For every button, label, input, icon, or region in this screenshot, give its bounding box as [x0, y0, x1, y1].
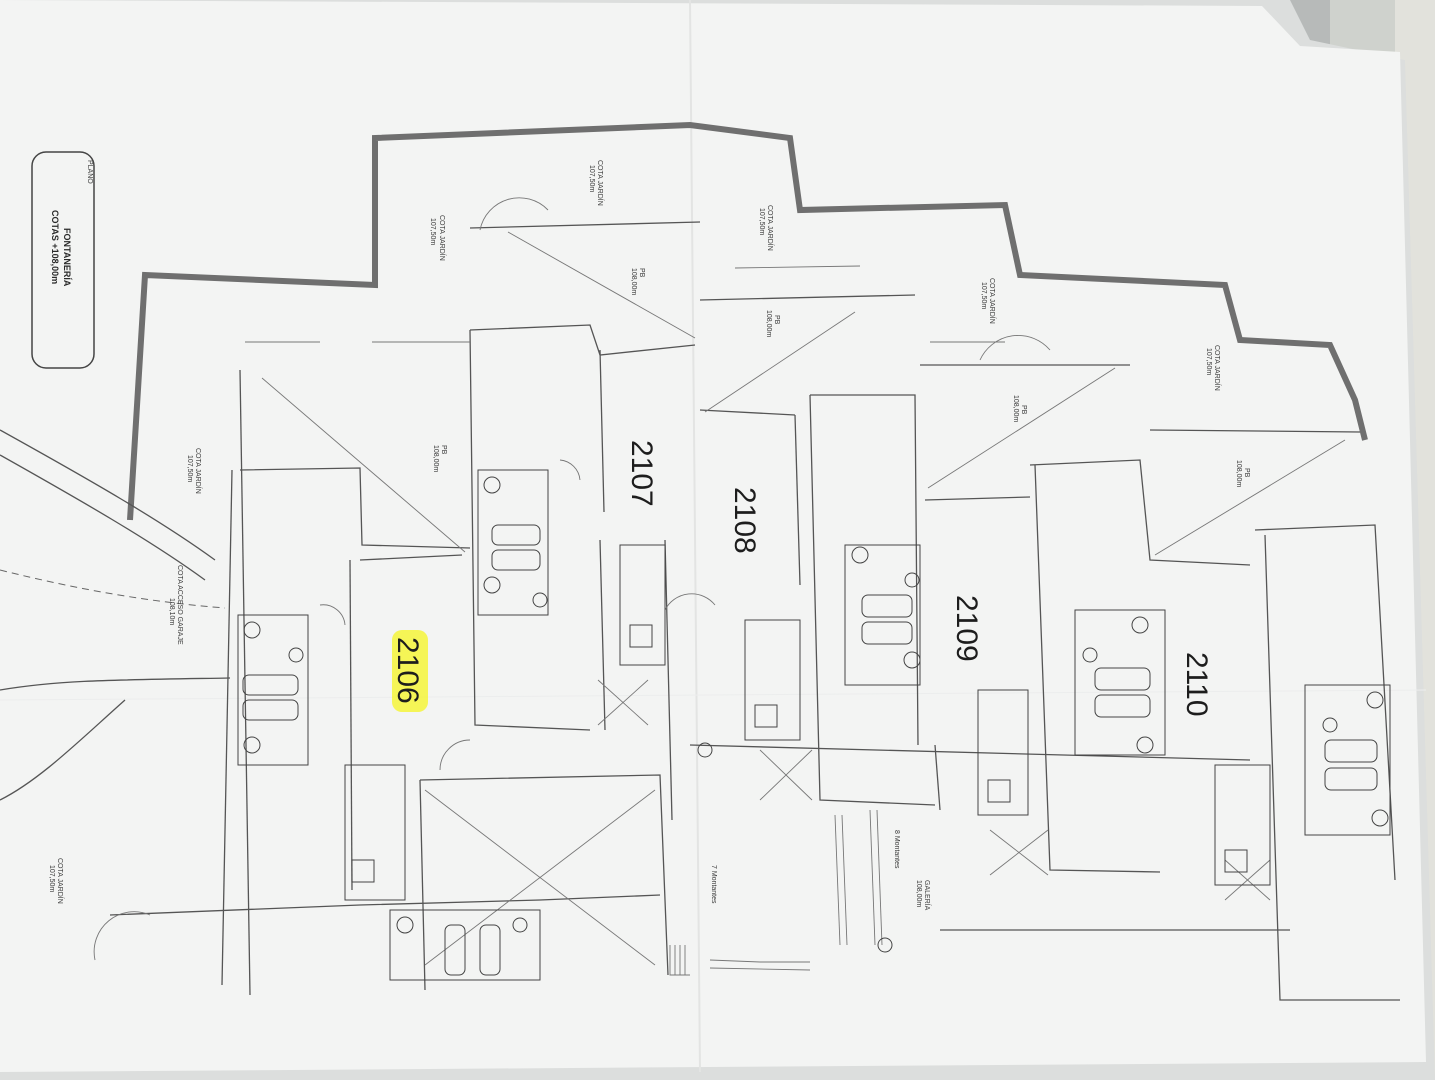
diagonal-planes — [261, 231, 1346, 966]
svg-text:107,50m: 107,50m — [48, 865, 55, 892]
outer-wall — [127, 121, 1368, 521]
svg-text:108,00m: 108,00m — [630, 268, 637, 295]
unit-2109: 2109 — [950, 595, 983, 662]
svg-text:PB: PB — [638, 268, 645, 278]
svg-text:107,50m: 107,50m — [758, 208, 765, 235]
svg-text:108,00m: 108,00m — [1235, 460, 1242, 487]
svg-text:107,50m: 107,50m — [429, 218, 436, 245]
svg-text:PB: PB — [1243, 468, 1250, 478]
svg-text:107,50m: 107,50m — [186, 455, 193, 482]
legend-cotas: COTAS +108,00m — [50, 210, 60, 284]
svg-text:7 Montantes: 7 Montantes — [710, 865, 717, 904]
legend-box: PLANO FONTANERÍA COTAS +108,00m — [31, 151, 95, 369]
kitchen-fixtures — [344, 544, 1271, 901]
svg-text:COTA JARDÍN: COTA JARDÍN — [766, 205, 775, 251]
building-lines — [109, 221, 1400, 1001]
svg-text:COTA JARDÍN: COTA JARDÍN — [1213, 345, 1222, 391]
svg-text:108,10m: 108,10m — [168, 598, 175, 625]
svg-text:107,50m: 107,50m — [1205, 348, 1212, 375]
svg-text:COTA JARDÍN: COTA JARDÍN — [438, 215, 447, 261]
unit-2110: 2110 — [1180, 652, 1213, 717]
svg-text:PB: PB — [1020, 405, 1027, 415]
svg-text:108,00m: 108,00m — [432, 445, 439, 472]
legend-plano: PLANO — [86, 160, 93, 184]
unit-2107: 2107 — [625, 440, 658, 507]
unit-2106: 2106 — [391, 637, 424, 704]
svg-text:COTA ACCESO GARAJE: COTA ACCESO GARAJE — [176, 565, 183, 645]
unit-2108: 2108 — [728, 487, 761, 554]
svg-text:GALERÍA: GALERÍA — [923, 880, 932, 911]
svg-text:PB: PB — [440, 445, 447, 455]
svg-text:107,50m: 107,50m — [980, 282, 987, 309]
highlight-2106 — [392, 630, 428, 712]
svg-text:COTA JARDÍN: COTA JARDÍN — [988, 278, 997, 324]
legend-title: FONTANERÍA — [62, 228, 72, 287]
road-curve — [0, 429, 216, 561]
svg-text:107,50m: 107,50m — [588, 165, 595, 192]
svg-text:COTA JARDÍN: COTA JARDÍN — [56, 858, 65, 904]
svg-text:108,00m: 108,00m — [765, 310, 772, 337]
door-swings — [93, 197, 1051, 961]
svg-text:108,00m: 108,00m — [1012, 395, 1019, 422]
svg-text:108,00m: 108,00m — [915, 880, 922, 907]
svg-text:COTA JARDÍN: COTA JARDÍN — [194, 448, 203, 494]
svg-text:COTA JARDÍN: COTA JARDÍN — [596, 160, 605, 206]
svg-text:PB: PB — [773, 315, 780, 325]
annotations: COTA JARDÍN 107,50m COTA JARDÍN 107,50m … — [48, 160, 1250, 911]
svg-text:8 Montantes: 8 Montantes — [893, 830, 900, 869]
piping-lines — [669, 809, 883, 976]
bathroom-fixtures — [237, 469, 1391, 981]
